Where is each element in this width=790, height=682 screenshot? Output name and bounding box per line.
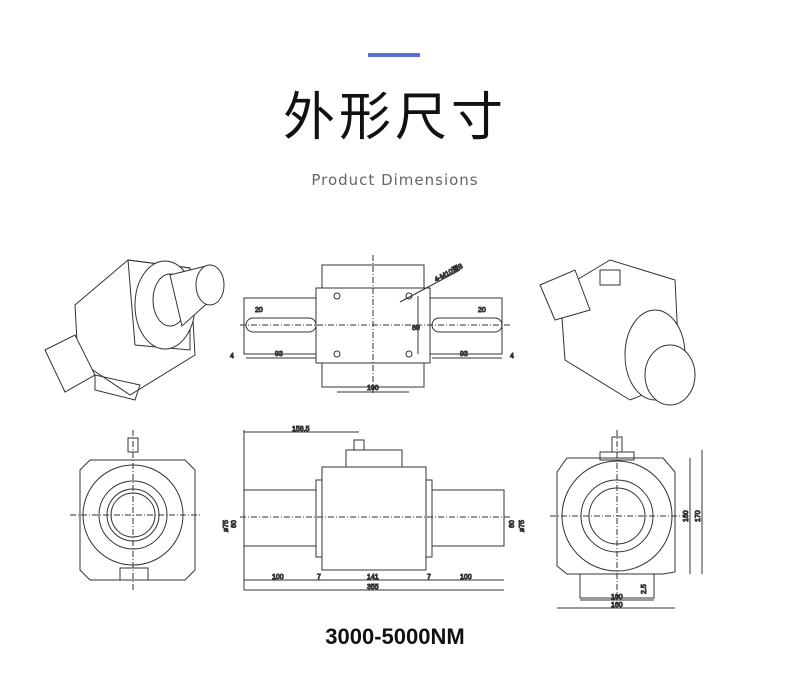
hole-label: 4-M10深8 — [433, 261, 464, 283]
base-offset: 2.5 — [641, 584, 648, 594]
side-view — [240, 430, 510, 591]
connector-offset: 158.5 — [292, 426, 310, 433]
offset-left: 4 — [230, 353, 234, 360]
offset-right: 4 — [510, 353, 514, 360]
shaft-length-left: 93 — [275, 351, 283, 358]
gap-right: 7 — [427, 574, 431, 581]
page-title: 外形尺寸 — [282, 88, 507, 148]
key-dia-right: ø75 — [519, 520, 526, 532]
end-view-right — [550, 430, 703, 609]
total-length: 355 — [367, 584, 379, 591]
end-view-left — [70, 430, 200, 590]
accent-bar — [368, 53, 420, 57]
shaft-left-length: 100 — [272, 574, 284, 581]
shaft-dia-left: ø75 — [223, 520, 230, 532]
hole-spacing-h: 100 — [367, 385, 379, 392]
hole-spacing-v: 80 — [412, 325, 420, 332]
top-view — [240, 255, 510, 395]
base-width: 100 — [611, 594, 623, 601]
shaft-length-right: 93 — [460, 351, 468, 358]
iso-view-right — [539, 259, 696, 406]
gap-left: 7 — [317, 574, 321, 581]
key-dia-left: 60 — [231, 520, 238, 528]
inner-height: 160 — [683, 510, 690, 522]
slot-width-left: 20 — [255, 307, 263, 314]
body-length: 141 — [367, 574, 379, 581]
shaft-dia-right: 60 — [509, 520, 516, 528]
total-height: 170 — [695, 510, 702, 522]
slot-width-right: 20 — [478, 307, 486, 314]
total-width: 160 — [611, 602, 623, 609]
iso-view-left — [44, 259, 225, 401]
shaft-right-length: 100 — [460, 574, 472, 581]
page-subtitle: Product Dimensions — [311, 171, 479, 189]
model-label: 3000-5000NM — [325, 624, 465, 649]
